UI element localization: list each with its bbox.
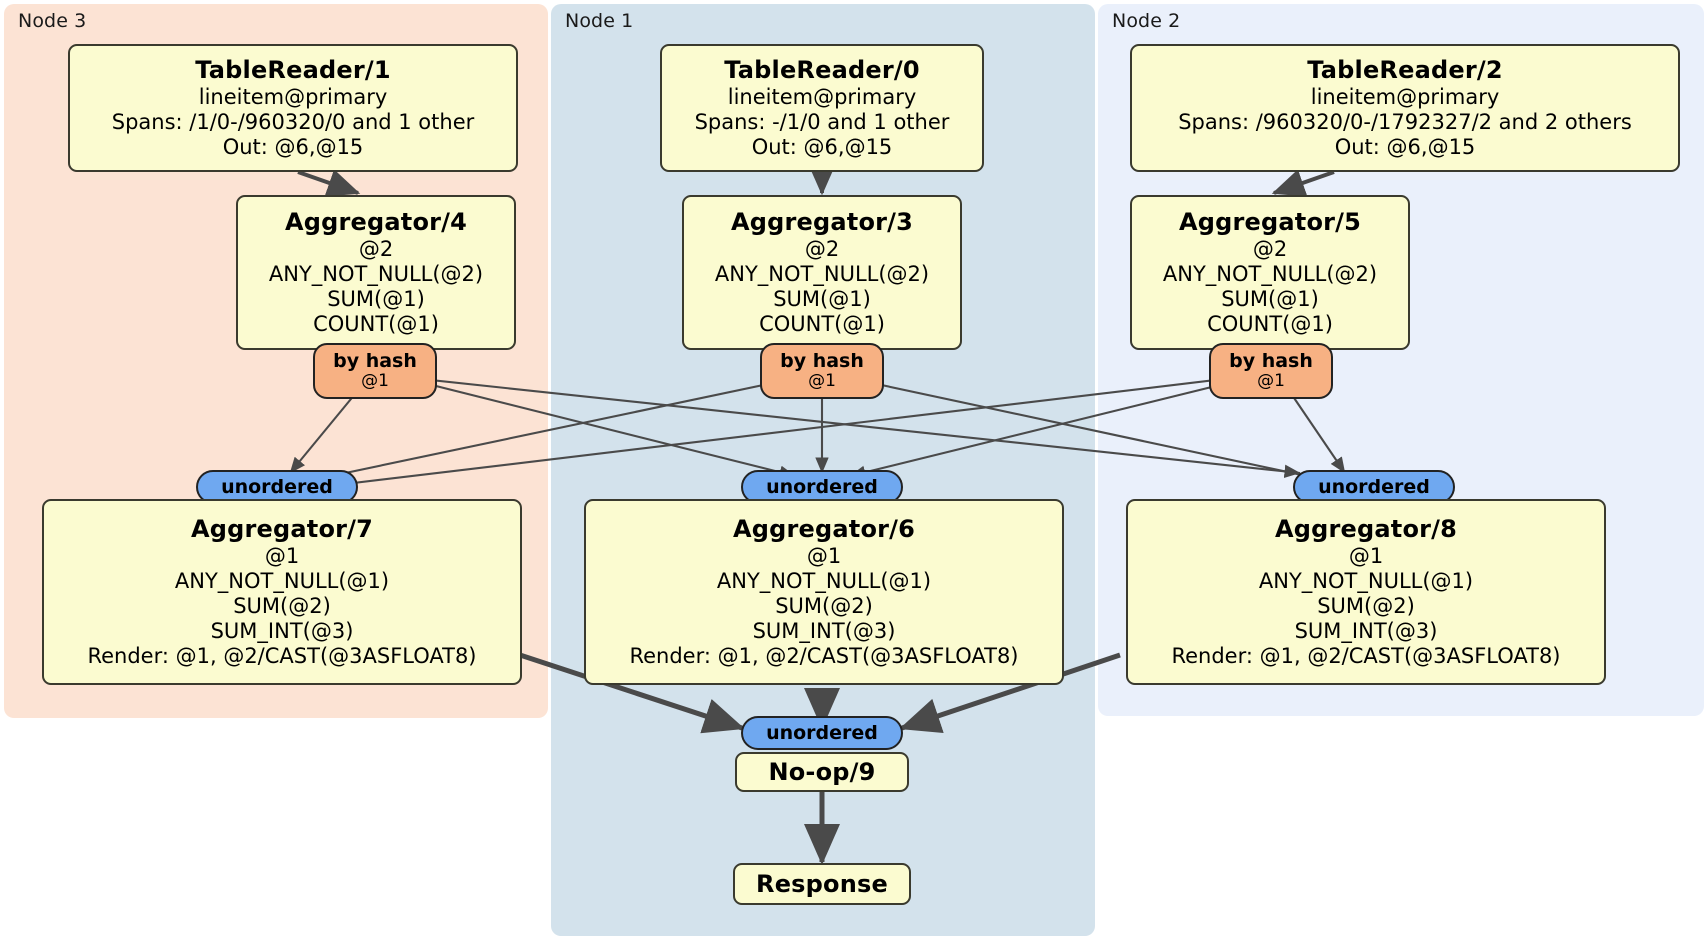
input-synchronizer-unordered-final[interactable]: unordered xyxy=(741,716,903,750)
panel-label-node-3: Node 3 xyxy=(18,10,87,32)
panel-label-node-2: Node 2 xyxy=(1112,10,1181,32)
synchronizer-label: unordered xyxy=(1318,475,1430,498)
node-line: SUM_INT(@3) xyxy=(210,618,354,643)
node-line: COUNT(@1) xyxy=(759,311,885,336)
node-title: Aggregator/3 xyxy=(730,208,914,237)
processor-aggregator-6[interactable]: Aggregator/6 @1 ANY_NOT_NULL(@1) SUM(@2)… xyxy=(584,499,1064,685)
node-line: COUNT(@1) xyxy=(313,311,439,336)
node-line: Spans: -/1/0 and 1 other xyxy=(694,109,950,134)
node-line: ANY_NOT_NULL(@1) xyxy=(716,568,932,593)
node-line: SUM_INT(@3) xyxy=(752,618,896,643)
node-line: SUM_INT(@3) xyxy=(1294,618,1438,643)
node-line: Out: @6,@15 xyxy=(222,134,364,159)
node-line: lineitem@primary xyxy=(198,84,388,109)
node-line: SUM(@2) xyxy=(775,593,873,618)
router-label: by hash xyxy=(1229,349,1313,372)
node-line: SUM(@2) xyxy=(233,593,331,618)
node-line: Out: @6,@15 xyxy=(751,134,893,159)
node-line: Render: @1, @2/CAST(@3ASFLOAT8) xyxy=(629,643,1019,668)
output-router-by-hash-left[interactable]: by hash @1 xyxy=(313,343,437,399)
node-line: @1 xyxy=(264,543,300,568)
processor-aggregator-4[interactable]: Aggregator/4 @2 ANY_NOT_NULL(@2) SUM(@1)… xyxy=(236,195,516,350)
panel-label-node-1: Node 1 xyxy=(565,10,634,32)
node-title: Aggregator/5 xyxy=(1178,208,1362,237)
node-line: lineitem@primary xyxy=(727,84,917,109)
node-line: @2 xyxy=(358,236,394,261)
node-line: SUM(@1) xyxy=(773,286,871,311)
node-title: Aggregator/4 xyxy=(284,208,468,237)
node-line: Render: @1, @2/CAST(@3ASFLOAT8) xyxy=(1171,643,1561,668)
node-line: @1 xyxy=(1348,543,1384,568)
node-line: ANY_NOT_NULL(@2) xyxy=(268,261,484,286)
node-title: Aggregator/6 xyxy=(732,515,916,544)
node-line: ANY_NOT_NULL(@1) xyxy=(174,568,390,593)
node-line: ANY_NOT_NULL(@2) xyxy=(1162,261,1378,286)
node-line: COUNT(@1) xyxy=(1207,311,1333,336)
node-line: Spans: /1/0-/960320/0 and 1 other xyxy=(111,109,475,134)
synchronizer-label: unordered xyxy=(766,475,878,498)
router-label: by hash xyxy=(333,349,417,372)
router-column: @1 xyxy=(1257,371,1285,392)
node-line: Spans: /960320/0-/1792327/2 and 2 others xyxy=(1178,109,1632,134)
processor-aggregator-5[interactable]: Aggregator/5 @2 ANY_NOT_NULL(@2) SUM(@1)… xyxy=(1130,195,1410,350)
node-line: @2 xyxy=(804,236,840,261)
node-title: No-op/9 xyxy=(768,757,876,786)
node-line: Out: @6,@15 xyxy=(1334,134,1476,159)
node-line: @1 xyxy=(806,543,842,568)
processor-tablereader-2[interactable]: TableReader/2 lineitem@primary Spans: /9… xyxy=(1130,44,1680,172)
router-label: by hash xyxy=(780,349,864,372)
node-line: Render: @1, @2/CAST(@3ASFLOAT8) xyxy=(87,643,477,668)
node-title: Aggregator/8 xyxy=(1274,515,1458,544)
node-line: SUM(@1) xyxy=(327,286,425,311)
processor-tablereader-0[interactable]: TableReader/0 lineitem@primary Spans: -/… xyxy=(660,44,984,172)
processor-aggregator-3[interactable]: Aggregator/3 @2 ANY_NOT_NULL(@2) SUM(@1)… xyxy=(682,195,962,350)
node-title: TableReader/1 xyxy=(195,56,391,85)
processor-tablereader-1[interactable]: TableReader/1 lineitem@primary Spans: /1… xyxy=(68,44,518,172)
router-column: @1 xyxy=(808,371,836,392)
node-title: TableReader/2 xyxy=(1307,56,1503,85)
node-line: SUM(@1) xyxy=(1221,286,1319,311)
node-line: lineitem@primary xyxy=(1310,84,1500,109)
node-title: Response xyxy=(756,869,888,898)
router-column: @1 xyxy=(361,371,389,392)
synchronizer-label: unordered xyxy=(221,475,333,498)
processor-noop-9[interactable]: No-op/9 xyxy=(735,752,909,792)
output-router-by-hash-right[interactable]: by hash @1 xyxy=(1209,343,1333,399)
processor-aggregator-8[interactable]: Aggregator/8 @1 ANY_NOT_NULL(@1) SUM(@2)… xyxy=(1126,499,1606,685)
processor-response[interactable]: Response xyxy=(733,863,911,905)
node-line: @2 xyxy=(1252,236,1288,261)
processor-aggregator-7[interactable]: Aggregator/7 @1 ANY_NOT_NULL(@1) SUM(@2)… xyxy=(42,499,522,685)
output-router-by-hash-mid[interactable]: by hash @1 xyxy=(760,343,884,399)
node-title: Aggregator/7 xyxy=(190,515,374,544)
synchronizer-label: unordered xyxy=(766,721,878,744)
node-title: TableReader/0 xyxy=(724,56,920,85)
node-line: ANY_NOT_NULL(@2) xyxy=(714,261,930,286)
node-line: SUM(@2) xyxy=(1317,593,1415,618)
node-line: ANY_NOT_NULL(@1) xyxy=(1258,568,1474,593)
